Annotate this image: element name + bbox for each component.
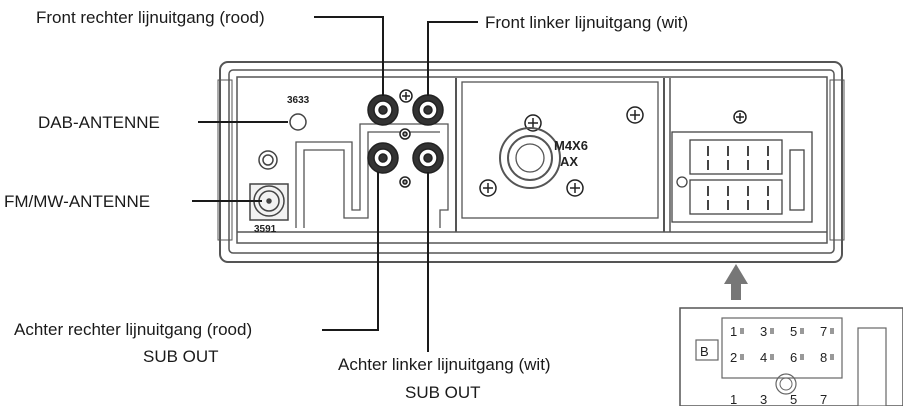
connector-pin-row-1: 1 3 5 7 <box>730 324 827 339</box>
rear-left-output-label: Achter linker lijnuitgang (wit) <box>338 355 551 374</box>
up-arrow-icon <box>724 264 748 300</box>
screw-spec-line2: AX <box>560 154 578 169</box>
connector-label: B <box>700 344 709 359</box>
screw-spec-line1: M4X6 <box>554 138 588 153</box>
mounting-plate <box>461 81 659 219</box>
pin-label: 3 <box>760 392 767 406</box>
connector-pin-row-2: 2 4 6 8 <box>730 350 827 365</box>
rear-left-sub-label: SUB OUT <box>405 383 481 402</box>
pin-dots <box>740 328 834 360</box>
pin-label: 3 <box>760 324 767 339</box>
rear-right-callout <box>322 172 379 331</box>
connector-detail-panel <box>679 307 903 406</box>
pin-label: 6 <box>790 350 797 365</box>
rca-jacks <box>367 94 444 174</box>
antenna-bracket <box>295 123 449 228</box>
dab-antenna-socket <box>289 113 307 131</box>
radio-unit-rear <box>217 61 845 263</box>
screw-icons <box>399 89 747 197</box>
front-left-output-label: Front linker lijnuitgang (wit) <box>485 13 688 32</box>
rear-right-sub-label: SUB OUT <box>143 347 219 366</box>
pin-label: 1 <box>730 392 737 406</box>
front-right-callout <box>314 16 384 96</box>
callout-lines <box>192 16 478 352</box>
iso-connector-socket <box>671 131 813 223</box>
pin-label: 8 <box>820 350 827 365</box>
dab-antenna-label: DAB-ANTENNE <box>38 113 160 132</box>
pin-label: 7 <box>820 392 827 406</box>
front-right-output-label: Front rechter lijnuitgang (rood) <box>36 8 265 27</box>
rear-right-output-label: Achter rechter lijnuitgang (rood) <box>14 320 252 339</box>
pin-label: 2 <box>730 350 737 365</box>
fm-antenna-label: FM/MW-ANTENNE <box>4 192 150 211</box>
code-label-top: 3633 <box>287 95 310 106</box>
pin-label: 7 <box>820 324 827 339</box>
pin-label: 4 <box>760 350 767 365</box>
code-label-bottom: 3591 <box>254 224 277 235</box>
pin-label: 5 <box>790 392 797 406</box>
small-socket <box>258 150 278 170</box>
front-left-callout <box>427 21 478 96</box>
connector-pin-row-3: 1 3 5 7 <box>730 392 827 406</box>
pin-label: 1 <box>730 324 737 339</box>
pin-label: 5 <box>790 324 797 339</box>
